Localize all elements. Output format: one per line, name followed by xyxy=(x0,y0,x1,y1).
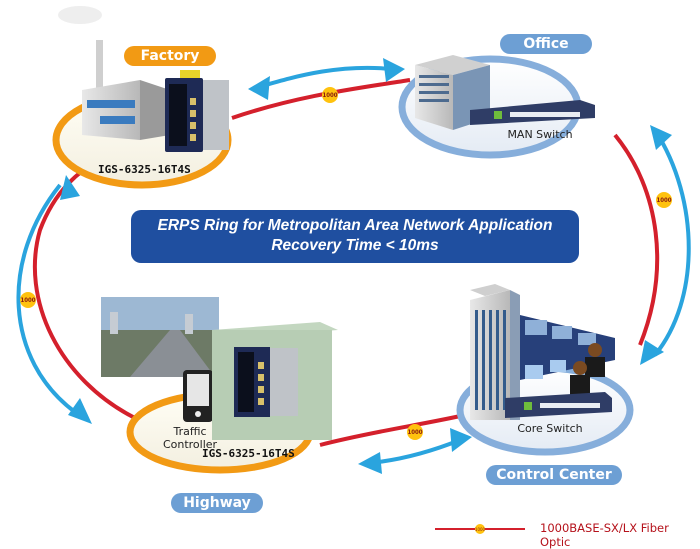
arrowhead-icon xyxy=(358,452,382,474)
fiber-link-office-core xyxy=(613,133,660,346)
device-label-core: Core Switch xyxy=(517,422,583,435)
device-label-highway: IGS-6325-16T4S xyxy=(202,447,295,460)
control-center-site xyxy=(456,284,634,456)
arrow-left-side xyxy=(16,183,77,414)
fiber-link-highway-factory xyxy=(32,158,136,420)
arrowhead-icon xyxy=(450,428,472,452)
arrowhead-icon xyxy=(640,340,664,365)
arrowheads xyxy=(60,58,672,474)
badge-highway-factory: 1000 xyxy=(20,297,35,304)
factory-site xyxy=(52,6,232,189)
device-label-factory: IGS-6325-16T4S xyxy=(98,163,191,176)
site-label-highway: Highway xyxy=(171,493,263,513)
traffic-controller-line1: Traffic xyxy=(173,425,207,438)
arrowhead-icon xyxy=(248,76,270,100)
site-label-office: Office xyxy=(500,34,592,54)
arrow-bottom xyxy=(369,438,461,465)
legend-badge: 1000 xyxy=(475,527,486,532)
device-label-traffic-controller: Traffic Controller xyxy=(160,425,220,451)
badge-factory-office: 1000 xyxy=(322,92,337,99)
title-banner: ERPS Ring for Metropolitan Area Network … xyxy=(131,210,579,263)
legend-line: 1000 xyxy=(435,524,525,534)
badge-core-highway: 1000 xyxy=(407,429,422,436)
traffic-controller-line2: Controller xyxy=(162,438,218,451)
banner-line2: Recovery Time < 10ms xyxy=(271,237,439,254)
device-label-office: MAN Switch xyxy=(507,128,573,141)
ring-diagram: 1000 1000 1000 1000 xyxy=(16,6,691,534)
highway-photo xyxy=(101,297,219,377)
arrowhead-icon xyxy=(60,175,80,200)
arrowhead-icon xyxy=(650,125,672,150)
arrowhead-icon xyxy=(68,398,92,424)
site-label-control-center: Control Center xyxy=(486,465,622,485)
legend-label: 1000BASE-SX/LX Fiber Optic xyxy=(540,521,669,549)
speed-badges: 1000 1000 1000 1000 xyxy=(20,87,672,440)
arrow-right-side xyxy=(653,128,691,357)
protection-arrows xyxy=(16,65,691,465)
arrowhead-icon xyxy=(383,58,405,82)
badge-office-core: 1000 xyxy=(656,197,671,204)
office-site xyxy=(398,55,595,159)
banner-line1: ERPS Ring for Metropolitan Area Network … xyxy=(157,217,553,234)
fiber-link-core-highway xyxy=(319,413,466,447)
highway-site xyxy=(101,297,338,474)
site-label-factory: Factory xyxy=(124,46,216,66)
